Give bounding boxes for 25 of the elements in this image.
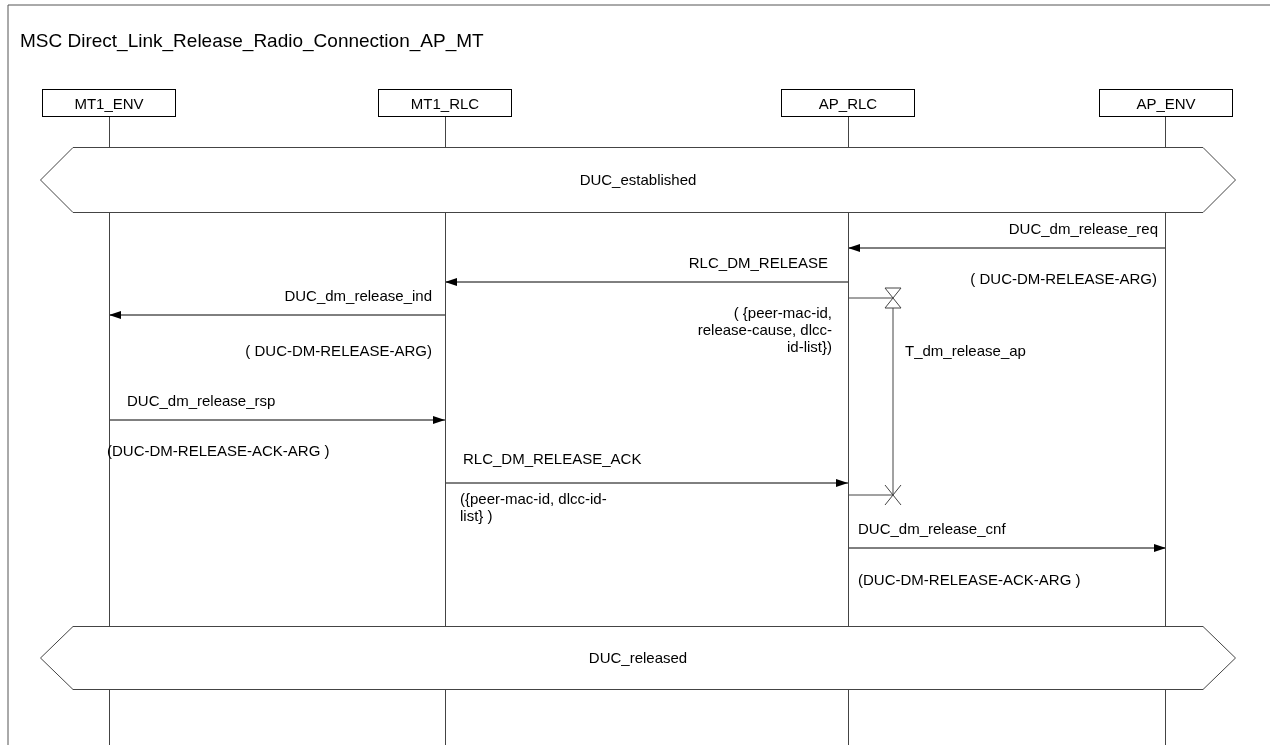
- parameter-label: ( DUC-DM-RELEASE-ARG): [970, 270, 1157, 287]
- parameter-label: ( {peer-mac-id, release-cause, dlcc-id-list}): [696, 304, 832, 355]
- message-arrow: [847, 244, 1167, 252]
- message-label: RLC_DM_RELEASE: [688, 254, 828, 271]
- condition-hexagon: DUC_established: [40, 147, 1236, 213]
- message-arrow: [108, 416, 446, 424]
- message-label: DUC_dm_release_ind: [284, 287, 432, 304]
- parameter-label: ({peer-mac-id, dlcc-id-list} ): [460, 490, 608, 524]
- instance-box: AP_ENV: [1099, 89, 1233, 117]
- diagram-title: MSC Direct_Link_Release_Radio_Connection_AP_MT: [20, 30, 484, 52]
- message-arrow: [847, 544, 1167, 552]
- message-arrow: [444, 479, 849, 487]
- timer-label: T_dm_release_ap: [905, 342, 1026, 359]
- message-label: DUC_dm_release_req: [1008, 220, 1158, 237]
- message-label: RLC_DM_RELEASE_ACK: [463, 450, 642, 467]
- condition-hexagon: DUC_released: [40, 626, 1236, 690]
- instance-box: MT1_ENV: [42, 89, 176, 117]
- instance-box: MT1_RLC: [378, 89, 512, 117]
- message-label: DUC_dm_release_rsp: [127, 392, 276, 409]
- message-arrow: [108, 311, 446, 319]
- parameter-label: ( DUC-DM-RELEASE-ARG): [245, 342, 432, 359]
- message-arrow: [444, 278, 849, 286]
- instance-box: AP_RLC: [781, 89, 915, 117]
- parameter-label: (DUC-DM-RELEASE-ACK-ARG ): [858, 571, 1082, 588]
- message-label: DUC_dm_release_cnf: [858, 520, 1006, 537]
